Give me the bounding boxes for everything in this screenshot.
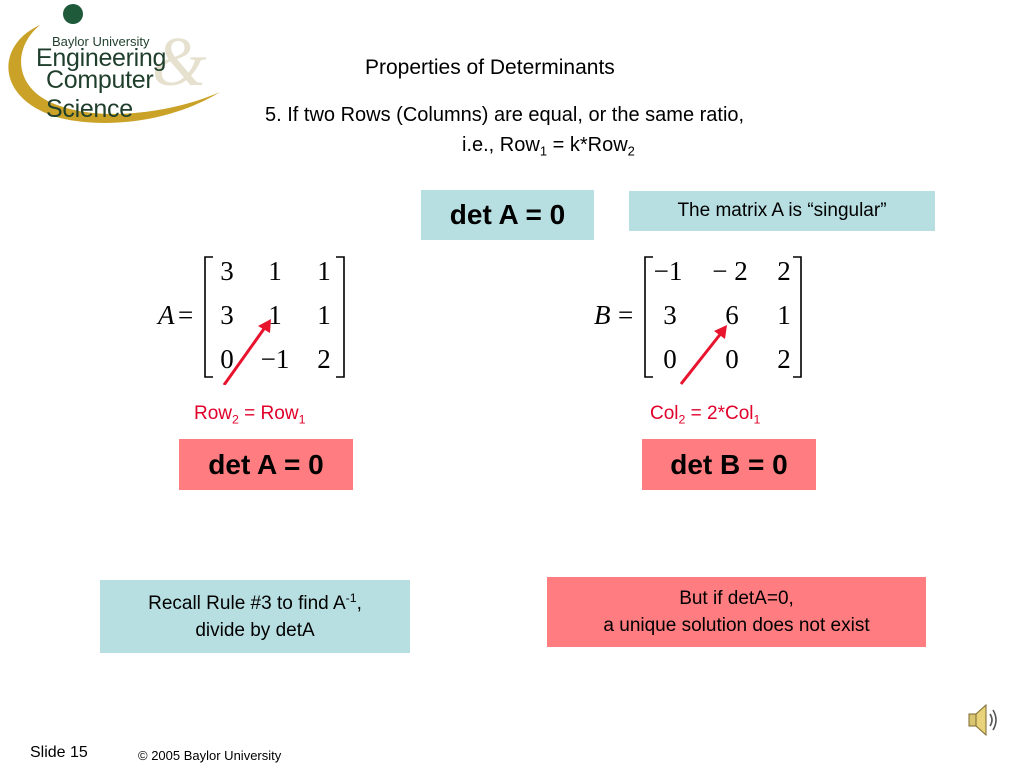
recall-sup: -1 xyxy=(345,590,357,605)
but-box: But if detA=0, a unique solution does no… xyxy=(547,577,926,647)
col-label-prefix: Col xyxy=(650,403,679,424)
matrix-b-cell: 1 xyxy=(777,300,791,330)
row-label-sub2: 1 xyxy=(298,412,306,427)
speaker-icon[interactable] xyxy=(966,700,1002,740)
matrix-a-right-bracket xyxy=(336,256,345,378)
matrix-b-equals: = xyxy=(618,300,633,330)
recall-line-1: Recall Rule #3 to find A-1, xyxy=(148,590,362,617)
matrix-a-cell: 3 xyxy=(220,256,234,286)
matrix-b-cell: 0 xyxy=(663,344,677,374)
recall-suffix: , xyxy=(356,592,362,614)
rule-line-2-sub1: 1 xyxy=(539,143,548,159)
slide-title: Properties of Determinants xyxy=(365,56,615,79)
row-label-sub1: 2 xyxy=(232,412,239,427)
copyright-text: © 2005 Baylor University xyxy=(138,748,282,763)
logo-gold-swoosh xyxy=(8,25,220,123)
rule-line-2-sub2: 2 xyxy=(627,143,635,159)
det-a-text: det A = 0 xyxy=(208,448,324,480)
matrix-a-left-bracket xyxy=(204,256,213,378)
row-equality-label: Row2 = Row1 xyxy=(194,403,305,425)
matrix-a-cell: 2 xyxy=(317,344,331,374)
rule-line-2-prefix: i.e., Row xyxy=(462,134,540,156)
matrix-b: B = −1 − 2 2 3 6 1 0 0 2 xyxy=(594,256,802,385)
matrix-b-label: B xyxy=(594,300,611,330)
matrix-b-cell: 3 xyxy=(663,300,677,330)
singular-box: The matrix A is “singular” xyxy=(629,191,935,231)
matrix-b-cell: 2 xyxy=(777,344,791,374)
logo-university-text: Baylor University xyxy=(52,34,150,49)
singular-text: The matrix A is “singular” xyxy=(677,200,887,221)
matrix-a-cell: 0 xyxy=(220,344,234,374)
matrix-a-equals: = xyxy=(178,300,193,330)
logo-engineering-text: Engineering xyxy=(36,44,167,72)
slide-number: Slide 15 xyxy=(30,744,88,761)
col-label-mid: = 2*Col xyxy=(685,403,754,424)
det-a-box: det A = 0 xyxy=(179,439,353,490)
rule-line-1: 5. If two Rows (Columns) are equal, or t… xyxy=(265,104,745,126)
logo-ampersand: & xyxy=(152,24,207,101)
matrix-b-cell: 0 xyxy=(725,344,739,374)
det-b-text: det B = 0 xyxy=(670,448,788,480)
recall-rule-box: Recall Rule #3 to find A-1, divide by de… xyxy=(100,580,410,653)
matrix-a-cell: 1 xyxy=(317,300,331,330)
det-a-top-box: det A = 0 xyxy=(421,190,594,240)
recall-prefix: Recall Rule #3 to find A xyxy=(148,592,346,614)
rule-line-2: i.e., Row1 = k*Row2 xyxy=(462,134,635,159)
col-label-sub2: 1 xyxy=(753,412,761,427)
matrix-a-cell: 1 xyxy=(317,256,331,286)
rule-line-2-mid: = k*Row xyxy=(547,134,628,156)
row-label-mid: = Row xyxy=(238,403,299,424)
matrix-a: A = 3 1 1 3 1 1 0 −1 2 xyxy=(156,256,345,385)
matrix-a-cell: −1 xyxy=(261,344,290,374)
matrix-b-cell: − 2 xyxy=(712,256,747,286)
matrix-a-cell: 1 xyxy=(268,256,282,286)
det-a-top-text: det A = 0 xyxy=(449,199,566,230)
matrix-a-label: A xyxy=(156,300,175,330)
matrix-a-cell: 1 xyxy=(268,300,282,330)
matrix-b-left-bracket xyxy=(644,256,653,378)
arrow-b xyxy=(679,325,727,385)
logo-cs-text: Computer Science xyxy=(46,66,154,123)
matrix-b-cell: 2 xyxy=(777,256,791,286)
arrow-a xyxy=(222,319,271,385)
but-text: But if detA=0, a unique solution does no… xyxy=(603,585,869,639)
baylor-ecs-logo: & Baylor University Engineering Computer… xyxy=(0,0,240,130)
recall-line-2: divide by detA xyxy=(195,619,315,641)
matrix-a-cell: 3 xyxy=(220,300,234,330)
row-label-prefix: Row xyxy=(194,403,233,424)
matrix-b-right-bracket xyxy=(793,256,802,378)
matrix-b-cell: 6 xyxy=(725,300,739,330)
matrix-b-cell: −1 xyxy=(654,256,683,286)
logo-green-dot xyxy=(63,4,83,24)
det-b-box: det B = 0 xyxy=(642,439,816,490)
col-ratio-label: Col2 = 2*Col1 xyxy=(650,403,760,425)
logo-swoosh-graphic: & xyxy=(8,4,220,123)
but-line-2: a unique solution does not exist xyxy=(603,615,870,636)
col-label-sub1: 2 xyxy=(678,412,686,427)
but-line-1: But if detA=0, xyxy=(679,588,794,609)
recall-rule-text: Recall Rule #3 to find A-1, divide by de… xyxy=(148,590,362,644)
